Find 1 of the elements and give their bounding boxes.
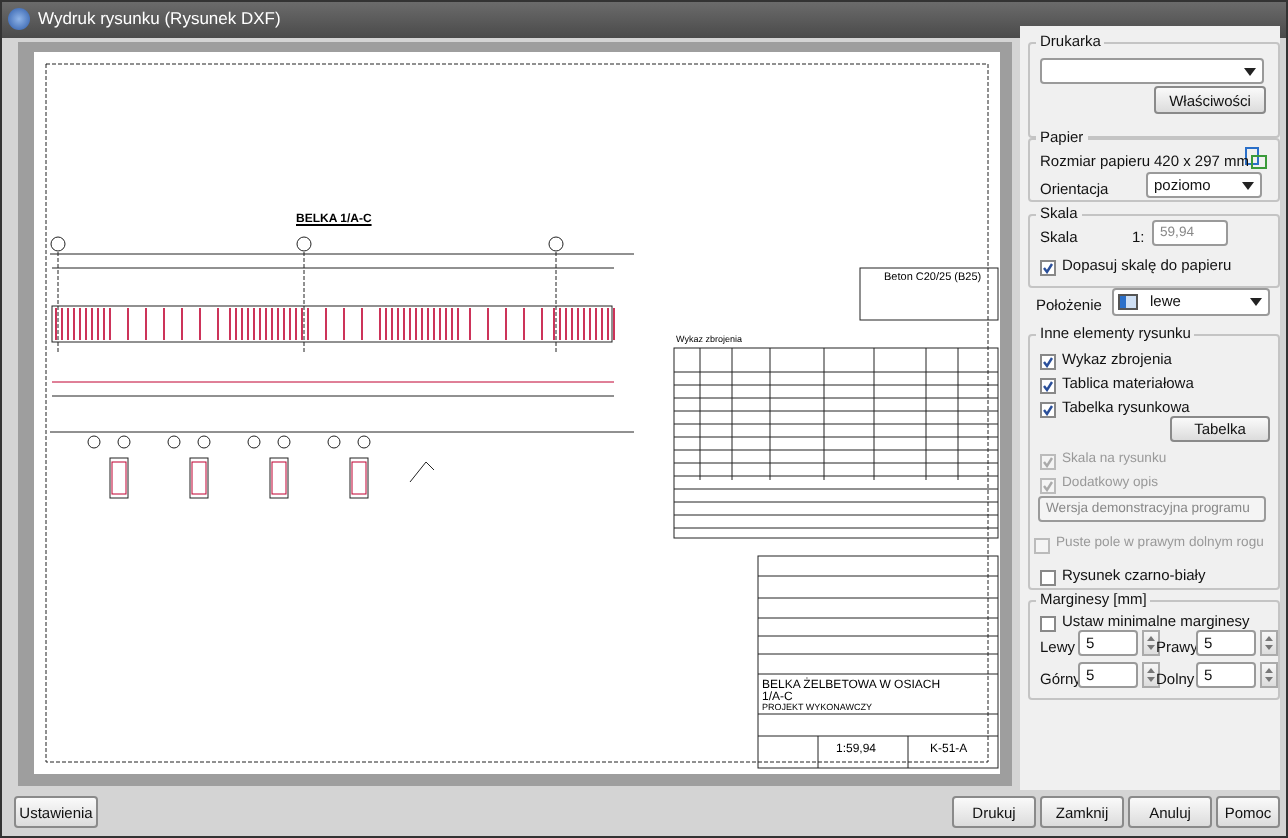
window-title: Wydruk rysunku (Rysunek DXF) bbox=[38, 10, 281, 29]
